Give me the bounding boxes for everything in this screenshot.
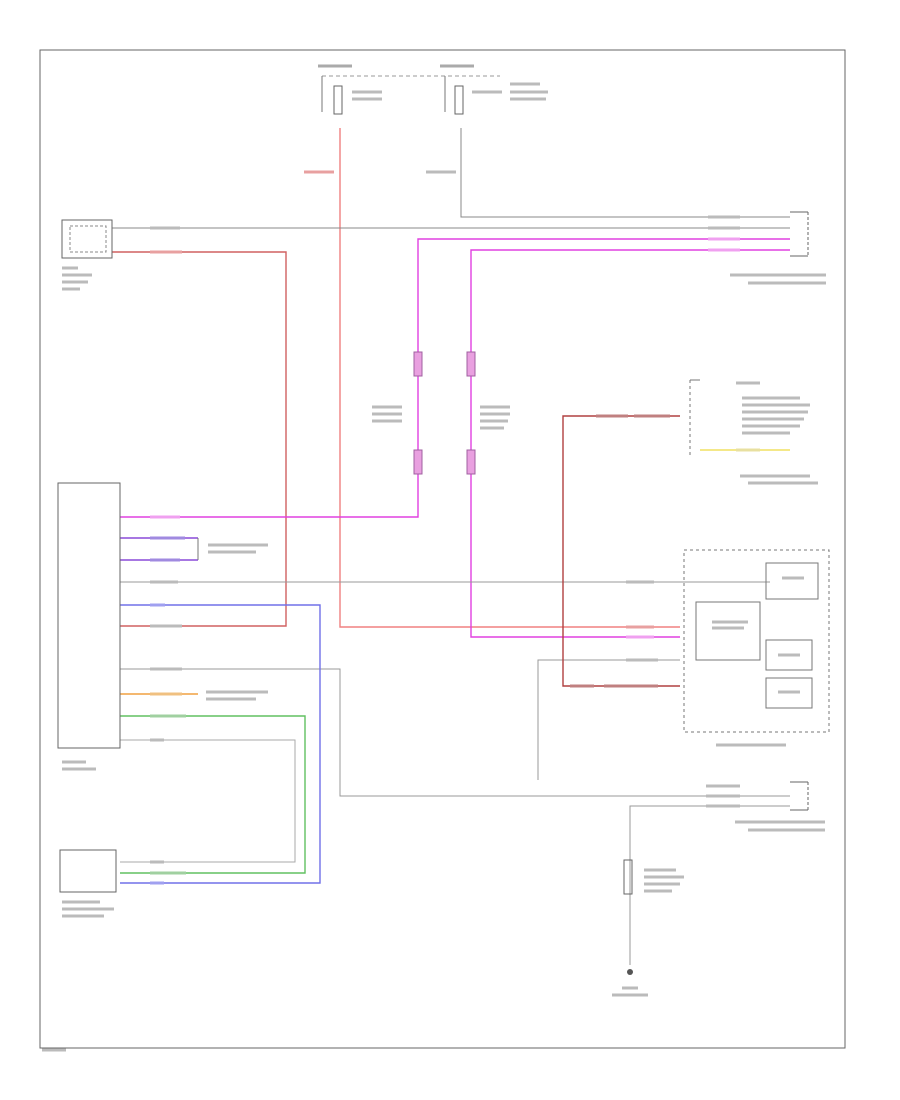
wire-magenta — [120, 238, 790, 638]
wire-labels — [150, 170, 760, 885]
fuse-box-top — [318, 64, 548, 115]
splice-note-2 — [206, 690, 268, 701]
wire-darkred-sensor — [562, 415, 680, 687]
splice-note-1 — [197, 538, 268, 560]
inline-connector-1 — [372, 351, 423, 475]
sensor-block — [689, 379, 818, 485]
wire-gray-top — [112, 128, 790, 229]
inline-connector-2 — [466, 351, 510, 475]
wire-pink-vertical — [339, 128, 680, 628]
wire-green-2 — [120, 739, 296, 863]
connector-top-left — [61, 219, 113, 291]
ground-branch — [612, 859, 684, 997]
tpms-control-unit — [57, 482, 121, 771]
wire-blue — [120, 604, 321, 884]
wire-green — [120, 715, 306, 874]
combination-meter — [683, 549, 830, 747]
tpms-receiver — [59, 849, 117, 918]
wire-gray-mid — [120, 581, 790, 965]
connector-top-right — [730, 211, 826, 285]
wire-purple — [120, 537, 198, 561]
wire-red-bus — [112, 251, 287, 627]
connector-bottom-right — [735, 781, 825, 832]
diagram-border — [39, 49, 846, 1049]
